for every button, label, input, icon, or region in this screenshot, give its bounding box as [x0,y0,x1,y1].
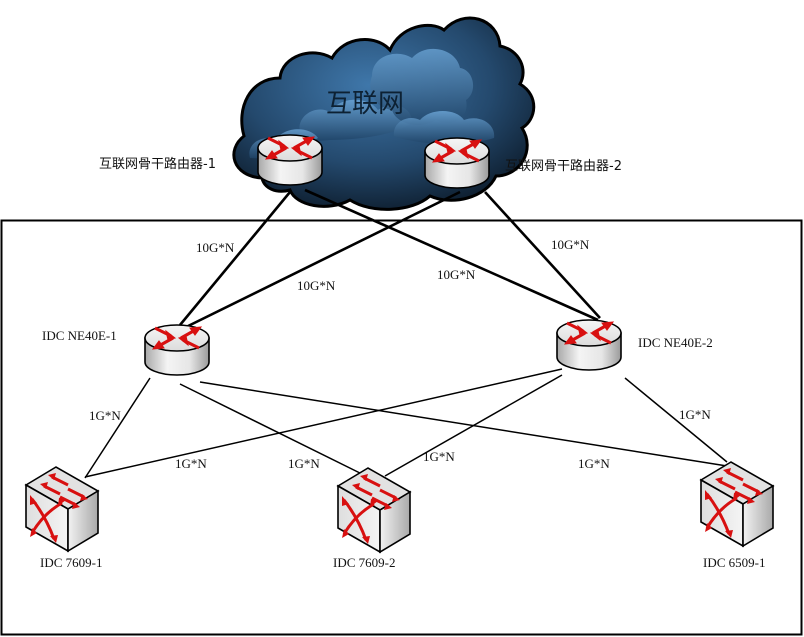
link-ne2-sw1 [84,368,563,478]
link-ne1-sw2 [179,383,371,479]
link-label-ne2-sw3: 1G*N [679,407,711,422]
node-label-sw2: IDC 7609-2 [333,555,395,570]
node-label-ne2: IDC NE40E-2 [638,335,713,350]
node-sw3[interactable] [699,460,775,548]
link-ne2-sw3 [624,377,728,463]
cloud-label: 互联网 [326,89,404,119]
link-bb2-ne2 [484,191,601,319]
switch-icon [699,460,775,548]
link-label-bb2-ne2: 10G*N [551,237,590,252]
link-label-bb1-ne2: 10G*N [437,267,476,282]
link-label-ne1-sw3: 1G*N [578,456,610,471]
node-ne1[interactable] [143,323,211,377]
node-bb2[interactable] [423,136,491,190]
router-icon [143,323,211,377]
router-icon [256,133,324,187]
node-label-sw1: IDC 7609-1 [40,555,102,570]
node-sw1[interactable] [24,465,100,553]
node-sw2[interactable] [336,466,412,554]
node-label-ne1: IDC NE40E-1 [42,328,117,343]
node-ne2[interactable] [555,318,623,372]
idc-boundary [0,219,803,636]
link-ne1-sw3 [199,381,728,467]
router-icon [423,136,491,190]
link-ne1-sw1 [84,377,151,479]
backbone-links [178,188,601,332]
link-labels: 10G*N 10G*N 10G*N 10G*N 1G*N 1G*N 1G*N 1… [89,237,711,471]
node-label-bb1: 互联网骨干路由器-1 [99,156,216,172]
link-label-ne1-sw1: 1G*N [89,408,121,423]
link-bb2-ne1 [179,190,461,332]
link-label-ne2-sw2: 1G*N [423,449,455,464]
link-label-ne2-sw1: 1G*N [175,456,207,471]
node-label-sw3: IDC 6509-1 [703,555,765,570]
link-label-ne1-sw2: 1G*N [288,456,320,471]
link-bb1-ne1 [178,191,292,326]
node-bb1[interactable] [256,133,324,187]
switch-icon [24,465,100,553]
node-label-bb2: 互联网骨干路由器-2 [505,158,622,174]
link-label-bb2-ne1: 10G*N [297,278,336,293]
link-bb1-ne2 [304,188,599,322]
switch-icon [336,466,412,554]
access-links [84,368,728,479]
link-label-bb1-ne1: 10G*N [196,240,235,255]
router-icon [555,318,623,372]
